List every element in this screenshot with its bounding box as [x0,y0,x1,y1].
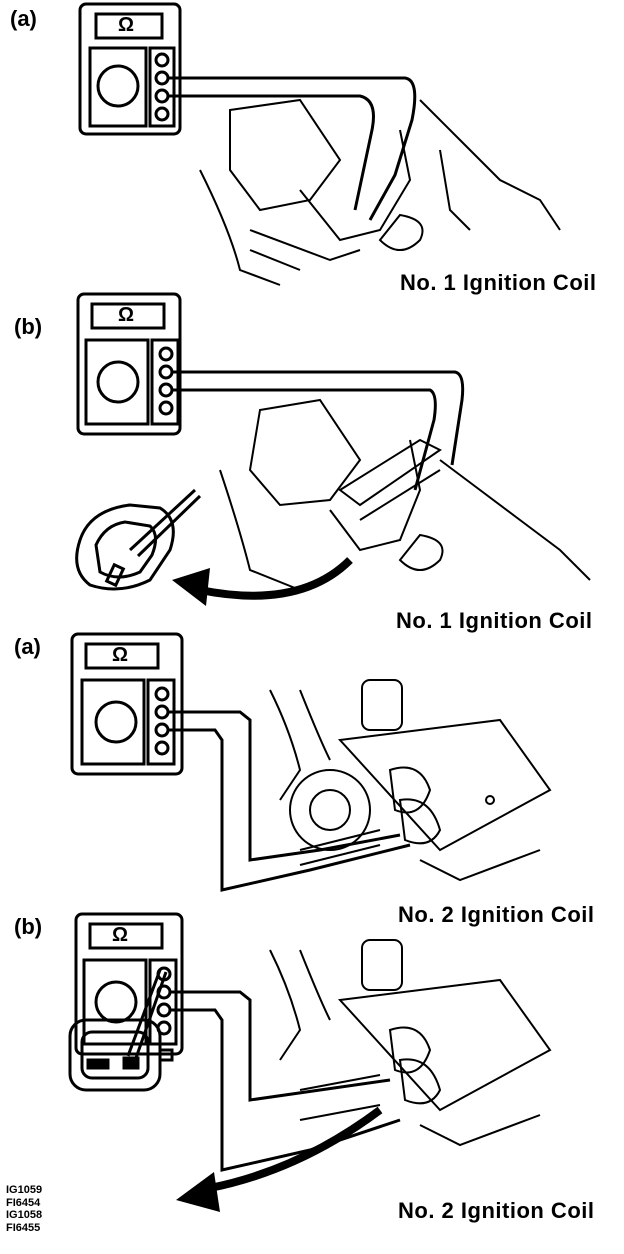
figure-code: FI6455 [6,1221,41,1234]
panel-label: (b) [14,914,43,939]
ohmmeter-icon [78,2,182,136]
panel-b-coil-1: (b) No. 1 Ignition Coil Ω [0,290,624,640]
engine-illustration [78,2,561,286]
rotation-arrow-icon [172,568,210,606]
figure-code: IG1059 [6,1184,43,1196]
ohm-symbol: Ω [118,14,135,36]
engine-illustration [70,632,552,892]
ohm-symbol: Ω [112,644,129,666]
rotation-arrow-icon [176,1172,220,1212]
panel-a-coil-2: (a) No. 2 Ignition Coil Ω [0,630,624,930]
ohmmeter-icon [76,292,182,436]
figure-code: IG1058 [6,1209,43,1221]
ohmmeter-icon [74,912,184,1056]
panel-label: (a) [10,6,37,31]
panel-label: (a) [14,634,41,659]
engine-illustration [68,912,552,1212]
panel-label: (b) [14,314,43,339]
ignition-coil-caption: No. 2 Ignition Coil [398,902,595,927]
panel-b-coil-2: (b) No. 2 Ignition Coil Ω [0,910,624,1254]
figure-code: FI6454 [6,1196,41,1209]
ignition-coil-caption: No. 2 Ignition Coil [398,1198,595,1223]
ignition-coil-caption: No. 1 Ignition Coil [400,270,597,295]
ohm-symbol: Ω [118,304,135,326]
ohm-symbol: Ω [112,924,129,946]
distributor-connector-icon [75,488,202,591]
ignition-coil-caption: No. 1 Ignition Coil [396,608,593,633]
figure-codes: IG1059 FI6454 IG1058 FI6455 [6,1184,42,1234]
engine-illustration [75,292,591,606]
panel-a-coil-1: (a) No. 1 Ignition Coil Ω [0,0,624,300]
distributor-connector-icon [68,969,174,1092]
